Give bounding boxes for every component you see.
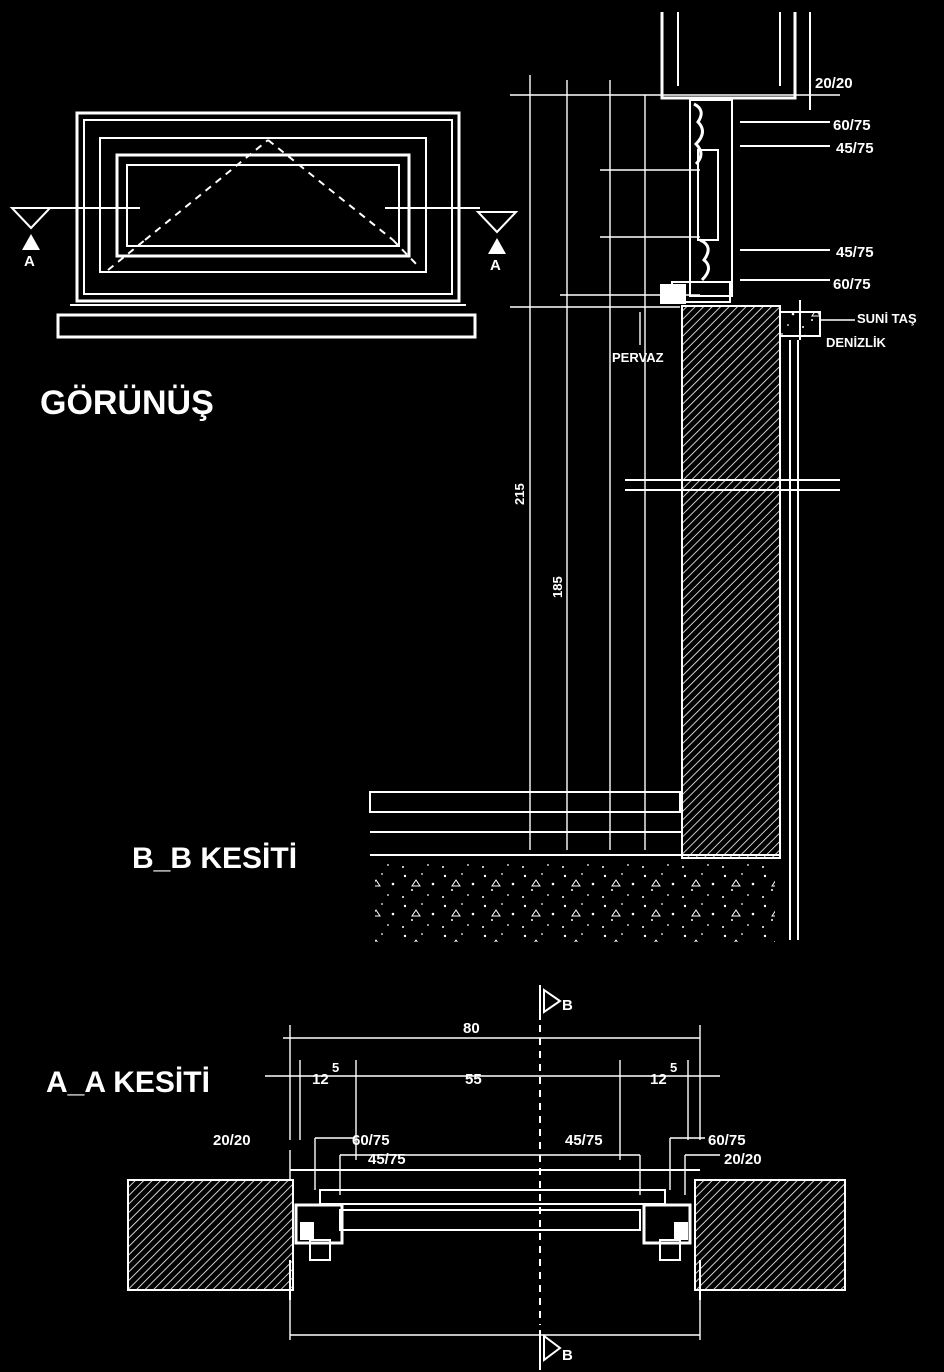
opening-direction-low-left xyxy=(107,239,146,271)
sash-45-75-top-label: 45/75 xyxy=(836,140,874,157)
window-glass xyxy=(126,164,400,247)
right-wall-hatch-aa xyxy=(694,1179,846,1291)
section-marker-b-bottom: B xyxy=(539,1330,573,1370)
left-margin-sup: 5 xyxy=(332,1060,339,1075)
left-frame-20-20-label: 20/20 xyxy=(213,1132,251,1149)
sash-60-75-top-label: 60/75 xyxy=(833,117,871,134)
right-sash-45-75-label: 45/75 xyxy=(565,1132,603,1149)
section-aa: B B 80 12 5 55 12 5 A_A KESİTİ 20/20 60/… xyxy=(46,985,846,1370)
opening-direction-left xyxy=(144,139,269,241)
right-sash-60-75-label: 60/75 xyxy=(708,1132,746,1149)
left-margin-label: 12 xyxy=(312,1071,329,1088)
wall-hatch-bb xyxy=(681,305,781,859)
section-marker-a-right-label: A xyxy=(490,257,501,274)
view-title: GÖRÜNÜŞ xyxy=(40,384,214,422)
pervaz-label: PERVAZ xyxy=(612,350,664,365)
right-margin-label: 12 xyxy=(650,1071,667,1088)
sash-60-75-bottom-label: 60/75 xyxy=(833,276,871,293)
denizlik-label: DENİZLİK xyxy=(826,335,887,350)
window-sill xyxy=(56,313,477,339)
height-215-label: 215 xyxy=(512,483,527,505)
frame-20-20-label: 20/20 xyxy=(815,75,853,92)
left-wall-hatch-aa xyxy=(127,1179,294,1291)
section-marker-a-left: A xyxy=(9,207,53,270)
left-sash-60-75-label: 60/75 xyxy=(352,1132,390,1149)
total-width-80-label: 80 xyxy=(463,1020,480,1037)
center-width-55-label: 55 xyxy=(465,1071,482,1088)
section-marker-b-top-label: B xyxy=(562,997,573,1014)
opening-direction-right xyxy=(267,139,394,241)
left-sash-45-75-label: 45/75 xyxy=(368,1151,406,1168)
section-marker-b-top: B xyxy=(539,985,573,1020)
suni-tas-label: SUNİ TAŞ xyxy=(857,311,917,326)
section-bb-title: B_B KESİTİ xyxy=(132,842,297,875)
opening-direction-low-right xyxy=(392,239,421,269)
section-bb: 215 185 20/20 60/75 45/75 45/75 60/75 SU… xyxy=(132,12,917,942)
floor-skirting xyxy=(369,791,780,856)
right-frame-20-20-label: 20/20 xyxy=(724,1151,762,1168)
section-marker-a-right: A xyxy=(475,211,519,274)
height-185-label: 185 xyxy=(550,576,565,598)
section-marker-a-left-label: A xyxy=(24,253,35,270)
floor-concrete xyxy=(375,862,775,942)
section-aa-title: A_A KESİTİ xyxy=(46,1066,210,1099)
right-margin-sup: 5 xyxy=(670,1060,677,1075)
window-sash-outer xyxy=(115,153,411,258)
upper-frame-profile xyxy=(660,12,797,100)
sash-profile xyxy=(660,99,733,304)
leader-lines-aa xyxy=(289,1137,720,1195)
dimension-lines-vertical xyxy=(510,75,840,850)
window-casing xyxy=(99,137,427,273)
window-section-aa xyxy=(294,1189,692,1261)
section-marker-b-bottom-label: B xyxy=(562,1347,573,1364)
elevation-view: A A GÖRÜNÜŞ xyxy=(9,111,519,422)
dimension-chain-aa xyxy=(265,1025,720,1160)
sash-45-75-bottom-label: 45/75 xyxy=(836,244,874,261)
